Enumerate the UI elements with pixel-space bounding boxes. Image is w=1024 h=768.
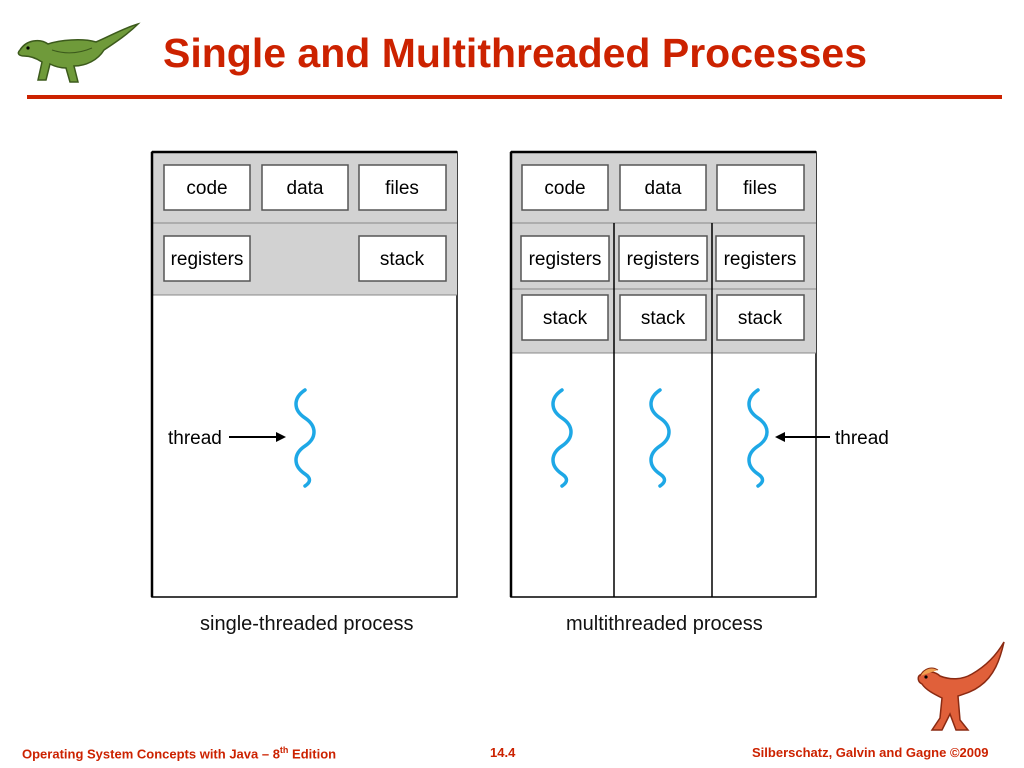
single-thread-label: thread [168, 428, 222, 449]
multi-thread-wave-1 [551, 388, 573, 488]
multi-registers-label-3: registers [724, 249, 797, 270]
multi-registers-box-1 [520, 235, 610, 282]
multi-stack-label-3: stack [738, 308, 783, 329]
single-thread-wave [294, 388, 316, 488]
single-threaded-caption: single-threaded process [200, 613, 414, 635]
single-files-label: files [385, 178, 419, 199]
green-dinosaur-icon [17, 22, 141, 83]
single-code-label: code [186, 178, 227, 199]
multithreaded-caption: multithreaded process [566, 613, 763, 635]
multi-code-label: code [544, 178, 585, 199]
multi-files-box [716, 164, 805, 211]
single-files-box [358, 164, 447, 211]
multi-thread-wave-3 [747, 388, 769, 488]
multithreaded-process: code data files registers registers regi… [509, 150, 889, 598]
multi-files-label: files [743, 178, 777, 199]
single-data-box [261, 164, 349, 211]
single-registers-label: registers [171, 249, 244, 270]
single-threaded-process: code data files registers stack thread [150, 150, 458, 598]
red-dinosaur-icon [917, 641, 1005, 731]
multi-registers-label-1: registers [529, 249, 602, 270]
multi-registers-label-2: registers [627, 249, 700, 270]
multi-stack-label-1: stack [543, 308, 588, 329]
single-stack-box [358, 235, 447, 282]
footer-book-sup: th [279, 745, 289, 755]
multi-registers-box-3 [715, 235, 805, 282]
multi-thread-wave-2 [649, 388, 671, 488]
multi-data-label: data [645, 178, 682, 199]
footer-book-prefix: Operating System Concepts with Java – 8 [22, 746, 280, 762]
title-divider [27, 95, 1002, 99]
single-stack-label: stack [380, 249, 425, 270]
multi-data-box [619, 164, 707, 211]
single-data-label: data [287, 178, 324, 199]
multi-registers-box-2 [618, 235, 708, 282]
single-registers-box [163, 235, 251, 282]
footer-book-suffix: Edition [288, 746, 337, 762]
single-code-box [163, 164, 251, 211]
multi-thread-label: thread [835, 428, 889, 449]
multi-stack-label-2: stack [641, 308, 686, 329]
footer-book-title: Operating System Concepts with Java – 8t… [22, 745, 336, 761]
slide-title: Single and Multithreaded Processes [163, 30, 868, 76]
multi-code-box [521, 164, 609, 211]
footer-page-number: 14.4 [490, 745, 516, 760]
footer-copyright: Silberschatz, Galvin and Gagne ©2009 [752, 745, 989, 760]
multi-stack-box-3 [716, 294, 805, 341]
multi-stack-box-1 [521, 294, 609, 341]
multi-stack-box-2 [619, 294, 707, 341]
